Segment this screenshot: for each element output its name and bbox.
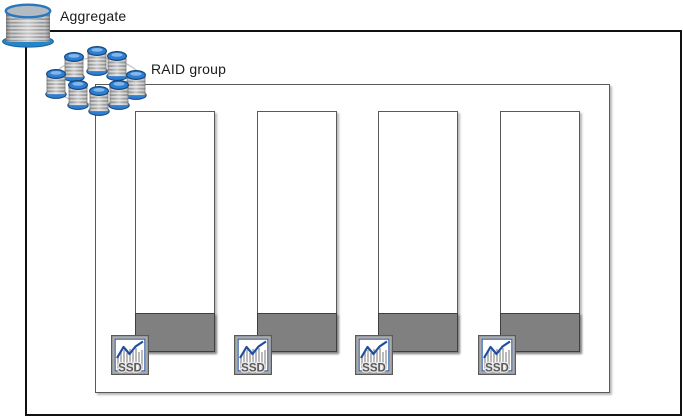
aggregate-box (25, 30, 682, 416)
disk-column (499, 111, 581, 353)
raid-cluster-icon (44, 44, 148, 118)
ssd-chart-icon: SSD (355, 335, 393, 375)
ssd-label: SSD (362, 363, 386, 375)
ssd-chart-icon: SSD (478, 335, 516, 375)
ssd-label: SSD (241, 363, 265, 375)
disk-used-fill (256, 313, 338, 353)
aggregate-label: Aggregate (60, 8, 127, 24)
ssd-chart-icon: SSD (111, 335, 149, 375)
aggregate-cylinder-icon (2, 2, 54, 48)
ssd-label: SSD (118, 363, 142, 375)
disk-used-fill (377, 313, 459, 353)
ssd-chart-icon: SSD (234, 335, 272, 375)
disk-column (256, 111, 338, 353)
raid-group-label: RAID group (151, 61, 227, 77)
disk-column (377, 111, 459, 353)
disk-column (134, 111, 216, 353)
ssd-label: SSD (485, 363, 509, 375)
